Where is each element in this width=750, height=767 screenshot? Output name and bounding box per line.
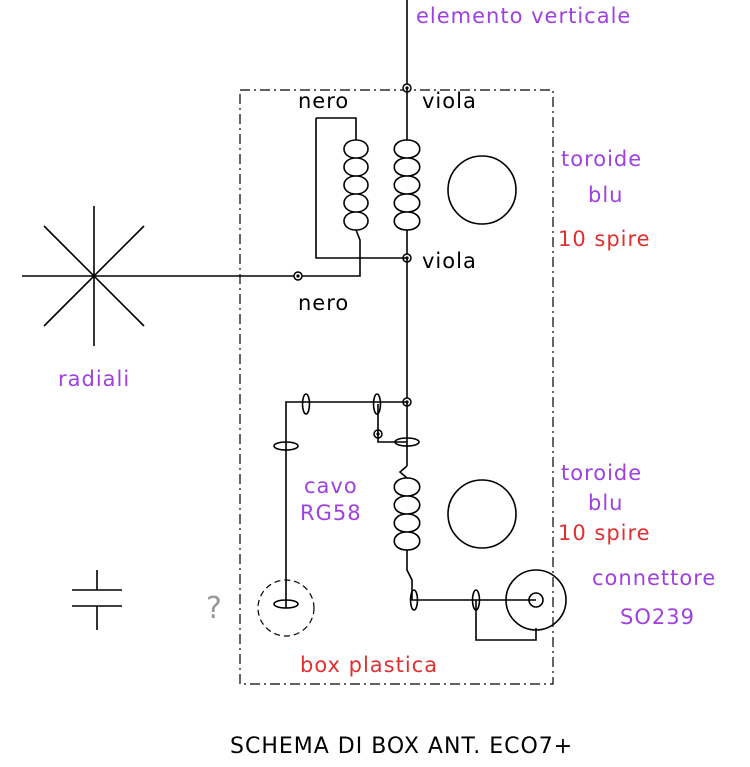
label-elemento-verticale: elemento verticale: [416, 4, 631, 28]
viola-winding-coil: [393, 139, 421, 231]
label-viola-mid: viola: [422, 249, 477, 273]
coax-braid-wire: [285, 401, 407, 608]
radials-star-icon: [43, 206, 145, 346]
toroid-2: [447, 479, 517, 549]
label-spire-1: 10 spire: [558, 227, 651, 251]
label-box-plastica: box plastica: [300, 653, 438, 677]
toroid-1: [447, 155, 517, 225]
label-cavo: cavo: [304, 474, 358, 498]
label-rg58: RG58: [300, 501, 362, 525]
capacitor-icon: [72, 570, 122, 630]
label-so239: SO239: [620, 605, 695, 629]
label-spire-2: 10 spire: [558, 521, 651, 545]
coax-winding-coil: [393, 477, 421, 551]
so239-connector-icon: [505, 569, 567, 631]
label-nero-mid: nero: [298, 291, 349, 315]
label-connettore: connettore: [592, 566, 716, 590]
nero-winding-coil: [343, 139, 369, 231]
unknown-component: [257, 579, 315, 637]
label-toroide-1: toroide: [561, 147, 642, 171]
label-blu-1: blu: [588, 183, 623, 207]
label-nero-top: nero: [298, 89, 349, 113]
nero-return-wire: [315, 118, 407, 259]
label-radiali: radiali: [58, 367, 130, 391]
label-blu-2: blu: [588, 491, 623, 515]
diagram-title: SCHEMA DI BOX ANT. ECO7+: [230, 734, 573, 759]
label-question-mark: ?: [206, 591, 223, 626]
label-viola-top: viola: [422, 89, 477, 113]
label-toroide-2: toroide: [561, 461, 642, 485]
plastic-box-outline: [239, 89, 554, 685]
